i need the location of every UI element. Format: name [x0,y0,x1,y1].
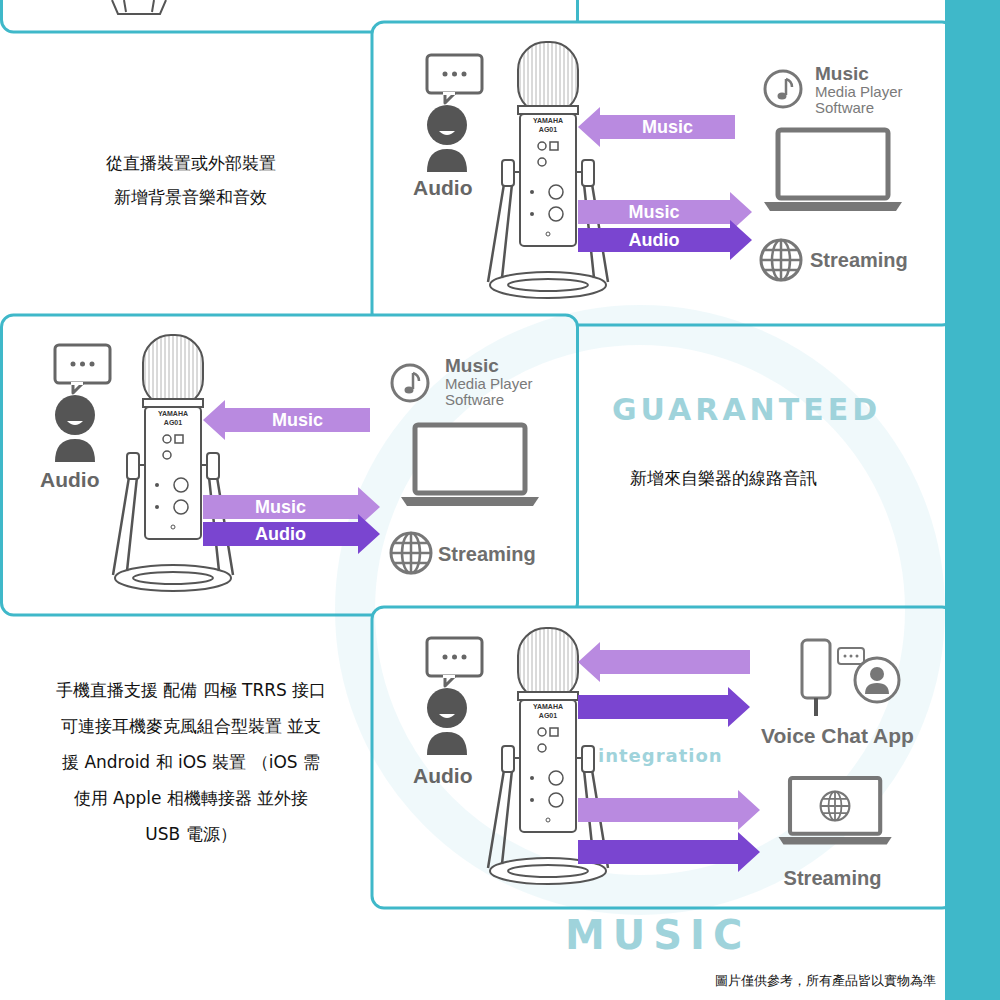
media-player: MusicMedia Player Software [735,60,917,212]
description: 新增來自樂器的線路音訊 [630,466,817,490]
watermark: GUARANTEED [612,392,881,427]
globe-icon [821,792,850,821]
node-subtitle: Media Player Software [445,376,545,408]
voice-chat-icon [802,640,899,716]
person-icon [55,345,110,462]
streaming-node: Streaming [380,532,550,576]
node-title: Streaming [810,249,922,271]
arrow-label: Music [255,497,306,517]
side-bar [945,0,1000,1000]
node-title: YAMAHA [143,409,203,418]
arrow-label: Music [628,202,679,222]
laptop-icon [401,425,539,506]
signal-arrow [203,487,380,527]
panel [372,22,954,325]
laptop-icon [764,130,902,211]
arrow-label: Audio [629,230,680,250]
media-player: MusicMedia Player Software [370,352,545,507]
node-title: Streaming [438,543,550,565]
watermark-seal [355,325,925,895]
description: 從直播裝置或外部裝置 新增背景音樂和音效 [98,146,283,214]
music-icon [392,365,428,401]
signal-arrow [578,790,760,830]
globe-icon [761,240,801,280]
voice-chat-app: Voice Chat App [750,635,925,753]
node-title: Audio [40,468,99,492]
node-title: Music [445,355,545,376]
laptop-icon [779,778,892,844]
description: 手機直播支援 配備 四極 TRRS 接口 可連接耳機麥克風組合型裝置 並支援 A… [55,672,327,852]
person-label: Audio [40,468,99,492]
signal-arrow [578,687,750,727]
microphone-body: YAMAHAAG01 [143,409,203,497]
globe-icon [391,533,431,573]
person-label: Audio [413,176,472,200]
node-subtitle: AG01 [518,125,578,134]
arrow-label: Audio [255,524,306,544]
node-subtitle: AG01 [143,418,203,427]
microphone [113,335,233,591]
streaming-node: Streaming [752,238,922,282]
node-title: Voice Chat App [750,725,925,747]
microphone [488,42,608,298]
signal-arrow [578,107,735,147]
streaming-node: Streaming [760,775,905,890]
signal-arrow [578,642,750,682]
node-title: Audio [413,764,472,788]
person-icon [427,638,482,755]
node-title: Music [815,63,917,84]
node-title: YAMAHA [518,702,578,711]
signal-arrow [578,832,760,872]
watermark: MUSIC [565,912,750,958]
arrow-label: Music [272,410,323,430]
microphone-body: YAMAHAAG01 [518,702,578,790]
signal-arrow [578,192,752,232]
node-subtitle: Media Player Software [815,84,915,116]
node-title: Streaming [760,867,905,889]
arrow-label: Music [642,117,693,137]
microphone-stand [112,0,166,14]
node-title: YAMAHA [518,116,578,125]
signal-arrow [203,514,380,554]
node-title: Audio [413,176,472,200]
watermark: integration [598,745,723,766]
signal-arrow [578,220,752,260]
microphone-body: YAMAHAAG01 [518,116,578,204]
person-icon [427,55,482,172]
signal-arrow [203,400,370,440]
music-icon [765,71,801,107]
footnote: 圖片僅供參考，所有產品皆以實物為準 [600,972,936,990]
node-subtitle: AG01 [518,711,578,720]
panel [2,315,578,615]
person-label: Audio [413,764,472,788]
